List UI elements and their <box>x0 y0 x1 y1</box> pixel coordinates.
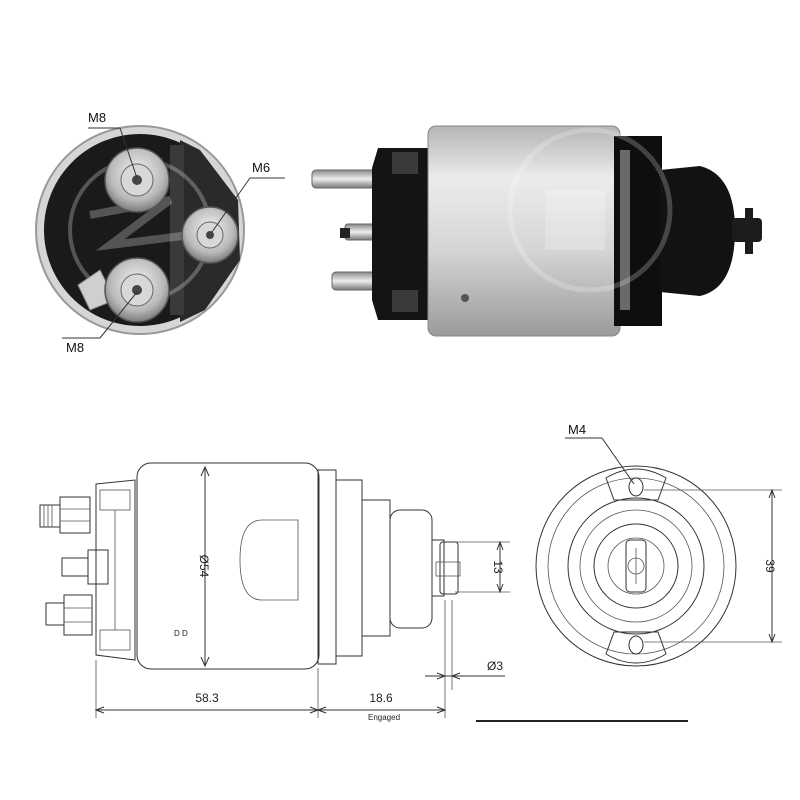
stud-top <box>311 169 383 189</box>
label-m8-top: M8 <box>88 110 106 125</box>
marking-text: D D <box>174 629 188 638</box>
drawing-window <box>239 519 299 601</box>
end-plunger <box>625 539 647 593</box>
terminal-cap <box>372 148 430 320</box>
dim-plunger-width: 13 <box>491 560 505 574</box>
label-m4: M4 <box>568 422 586 437</box>
drawing-plunger <box>439 541 459 595</box>
drawing-body <box>136 462 320 670</box>
photo-side-view <box>311 125 762 337</box>
drawing-stud-bottom <box>45 594 93 636</box>
label-m8-bottom: M8 <box>66 340 84 355</box>
photo-end-view: M8 M6 M8 <box>35 110 285 355</box>
label-m6-right: M6 <box>252 160 270 175</box>
hole-top <box>628 477 644 497</box>
dim-diameter: Ø54 <box>197 555 211 578</box>
drawing-stud-top <box>39 496 91 534</box>
dim-pin-diameter: Ø3 <box>487 659 503 673</box>
ear-top <box>605 468 667 501</box>
watermark-logo-2 <box>507 127 673 293</box>
dim-stroke-note: Engaged <box>368 713 400 722</box>
drawing-side-view: D D Ø54 13 Ø3 58.3 <box>39 462 688 722</box>
dim-hole-spacing: 39 <box>763 559 777 573</box>
terminal-bottom-m8 <box>77 257 170 323</box>
rear-housing <box>660 166 735 296</box>
drawing-end-view: M4 39 <box>535 422 782 667</box>
ear-bottom <box>605 631 667 664</box>
dim-stroke: 18.6 <box>369 691 393 705</box>
terminal-top-m8 <box>104 147 170 213</box>
end-outer-circle <box>535 465 737 667</box>
hole-bottom <box>628 635 644 655</box>
dim-body-length: 58.3 <box>195 691 219 705</box>
terminal-right-m6 <box>181 206 239 264</box>
drawing-stud-middle <box>61 549 109 585</box>
